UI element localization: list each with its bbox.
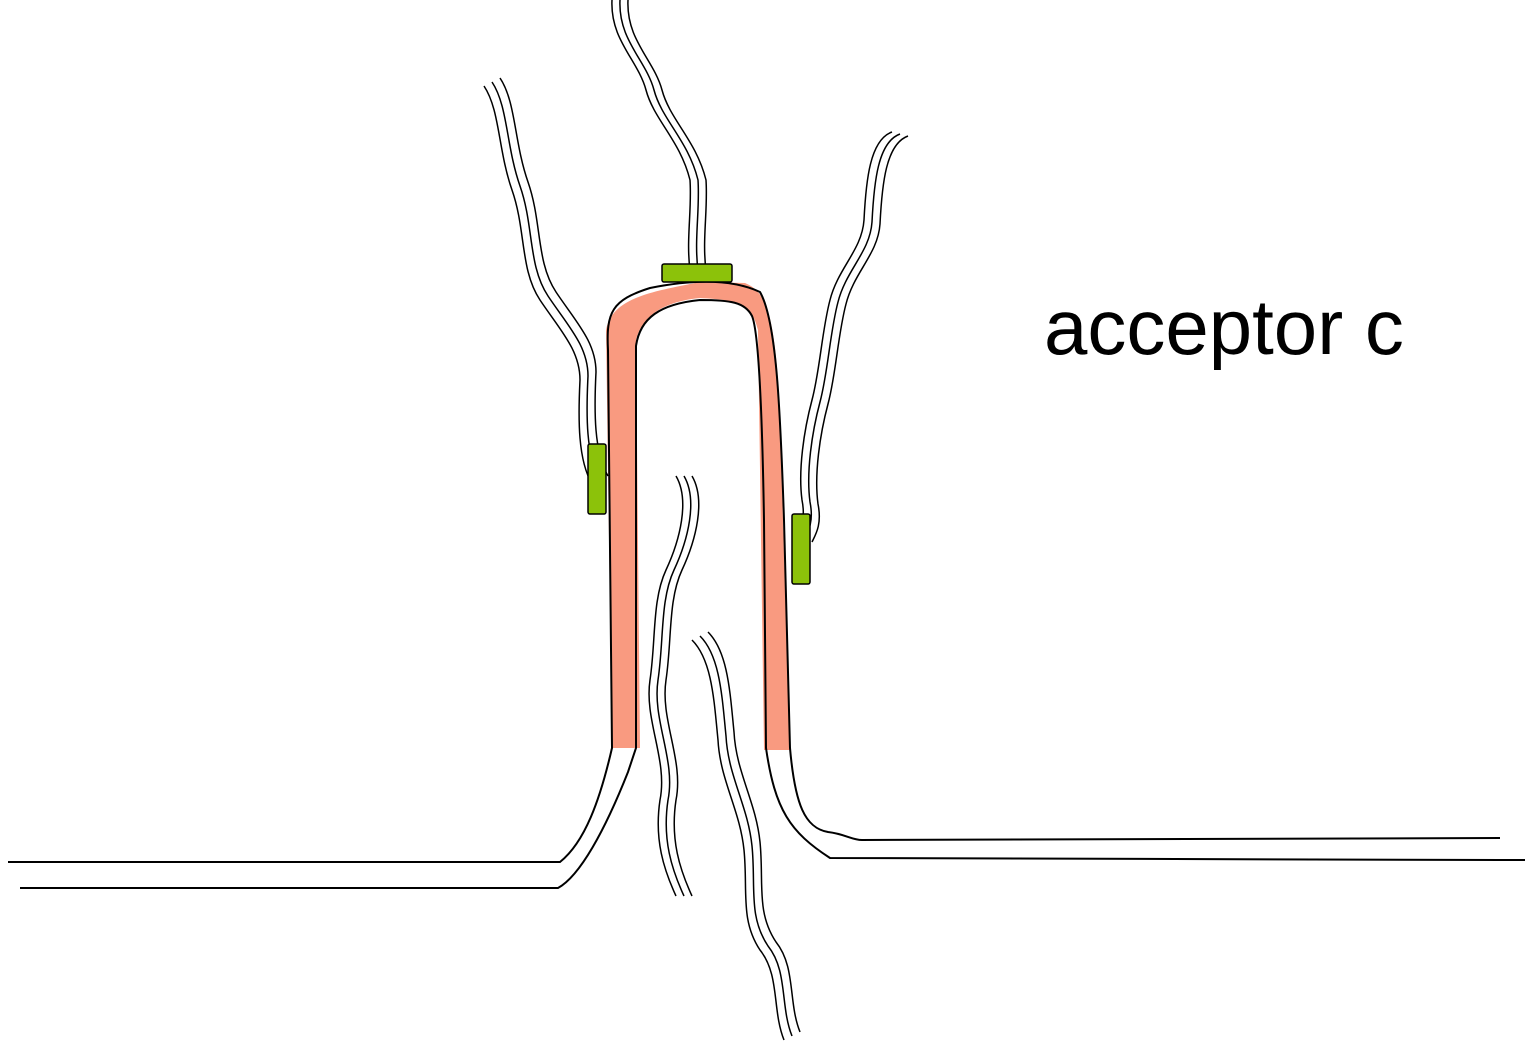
wavy-chain-icon xyxy=(484,78,608,484)
wavy-chain-icon xyxy=(796,132,908,542)
receptor-block-icon xyxy=(792,514,810,584)
acceptor-label: acceptor c xyxy=(1044,288,1404,366)
wavy-chain-icon xyxy=(612,0,707,270)
wavy-chain-icon xyxy=(649,476,699,896)
carbohydrate-chains xyxy=(484,0,908,1040)
receptor-block-icon xyxy=(588,444,606,514)
receptor-block-icon xyxy=(662,264,732,282)
